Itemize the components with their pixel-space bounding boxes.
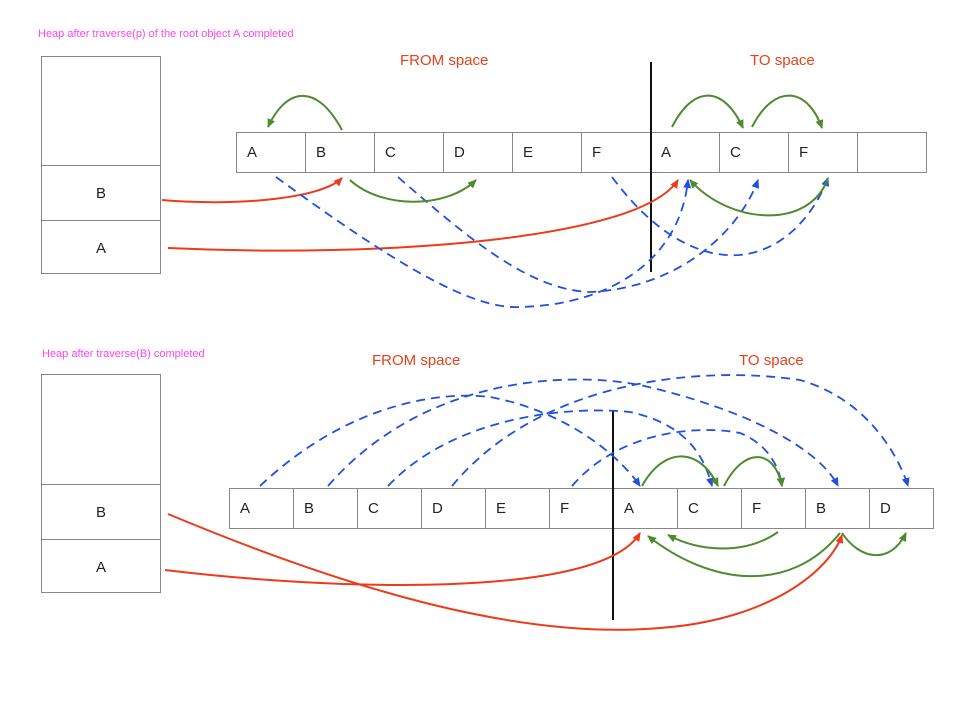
field-pointer-arrow xyxy=(841,532,907,557)
forwarding-pointer-arrow xyxy=(275,176,692,308)
top-heap-cell: A xyxy=(237,133,306,172)
bottom-caption: Heap after traverse(B) completed xyxy=(42,348,205,360)
bottom-heap-cell: C xyxy=(678,489,742,528)
forwarding-pointer-arrow xyxy=(611,176,829,257)
top-heap-cell: B xyxy=(306,133,375,172)
field-pointer-arrow xyxy=(723,456,785,487)
bottom-from-space-label: FROM space xyxy=(372,352,461,369)
root-pointer-arrow xyxy=(167,513,844,631)
forwarding-pointer-arrow xyxy=(397,176,760,293)
field-pointer-arrow xyxy=(689,177,829,217)
top-heap-row: A B C D E F A C F xyxy=(236,132,927,173)
forwarding-pointer-arrow xyxy=(387,409,714,487)
bottom-stack-slot-b: B xyxy=(42,484,160,539)
field-pointer-arrow xyxy=(267,94,343,131)
top-heap-cell xyxy=(858,133,927,172)
bottom-heap-cell: B xyxy=(294,489,358,528)
top-heap-cell: A xyxy=(651,133,720,172)
top-from-space-label: FROM space xyxy=(400,52,489,69)
top-heap-cell: E xyxy=(513,133,582,172)
root-pointer-arrow xyxy=(161,177,343,204)
bottom-heap-cell: A xyxy=(614,489,678,528)
bottom-heap-cell: D xyxy=(422,489,486,528)
field-pointer-arrow xyxy=(349,179,477,203)
bottom-space-divider xyxy=(612,410,614,620)
top-heap-cell: F xyxy=(789,133,858,172)
field-pointer-arrow xyxy=(641,455,719,487)
field-pointer-arrow xyxy=(671,94,744,129)
bottom-heap-cell: A xyxy=(230,489,294,528)
top-stack-slot-b: B xyxy=(42,165,160,220)
root-pointer-arrow xyxy=(164,532,641,586)
forwarding-pointer-arrow xyxy=(571,429,785,487)
bottom-heap-row: A B C D E F A C F B D xyxy=(229,488,934,529)
top-space-divider xyxy=(650,62,652,272)
bottom-to-space-label: TO space xyxy=(739,352,804,369)
top-heap-cell: D xyxy=(444,133,513,172)
forwarding-pointer-arrow xyxy=(327,378,839,487)
field-pointer-arrow xyxy=(667,531,779,550)
top-root-stack: B A xyxy=(41,56,161,274)
top-to-space-label: TO space xyxy=(750,52,815,69)
top-stack-slot-a: A xyxy=(42,220,160,275)
forwarding-pointer-arrow xyxy=(259,394,641,487)
top-heap-cell: C xyxy=(720,133,789,172)
field-pointer-arrow xyxy=(647,532,841,578)
bottom-heap-cell: C xyxy=(358,489,422,528)
field-pointer-arrow xyxy=(751,94,824,129)
bottom-stack-slot-a: A xyxy=(42,539,160,594)
root-pointer-arrow xyxy=(167,179,679,252)
bottom-heap-cell: D xyxy=(870,489,934,528)
bottom-heap-cell: F xyxy=(742,489,806,528)
top-heap-cell: C xyxy=(375,133,444,172)
forwarding-pointer-arrow xyxy=(451,374,910,487)
bottom-heap-cell: E xyxy=(486,489,550,528)
bottom-heap-cell: B xyxy=(806,489,870,528)
top-caption: Heap after traverse(p) of the root objec… xyxy=(38,28,294,40)
bottom-root-stack: B A xyxy=(41,374,161,593)
